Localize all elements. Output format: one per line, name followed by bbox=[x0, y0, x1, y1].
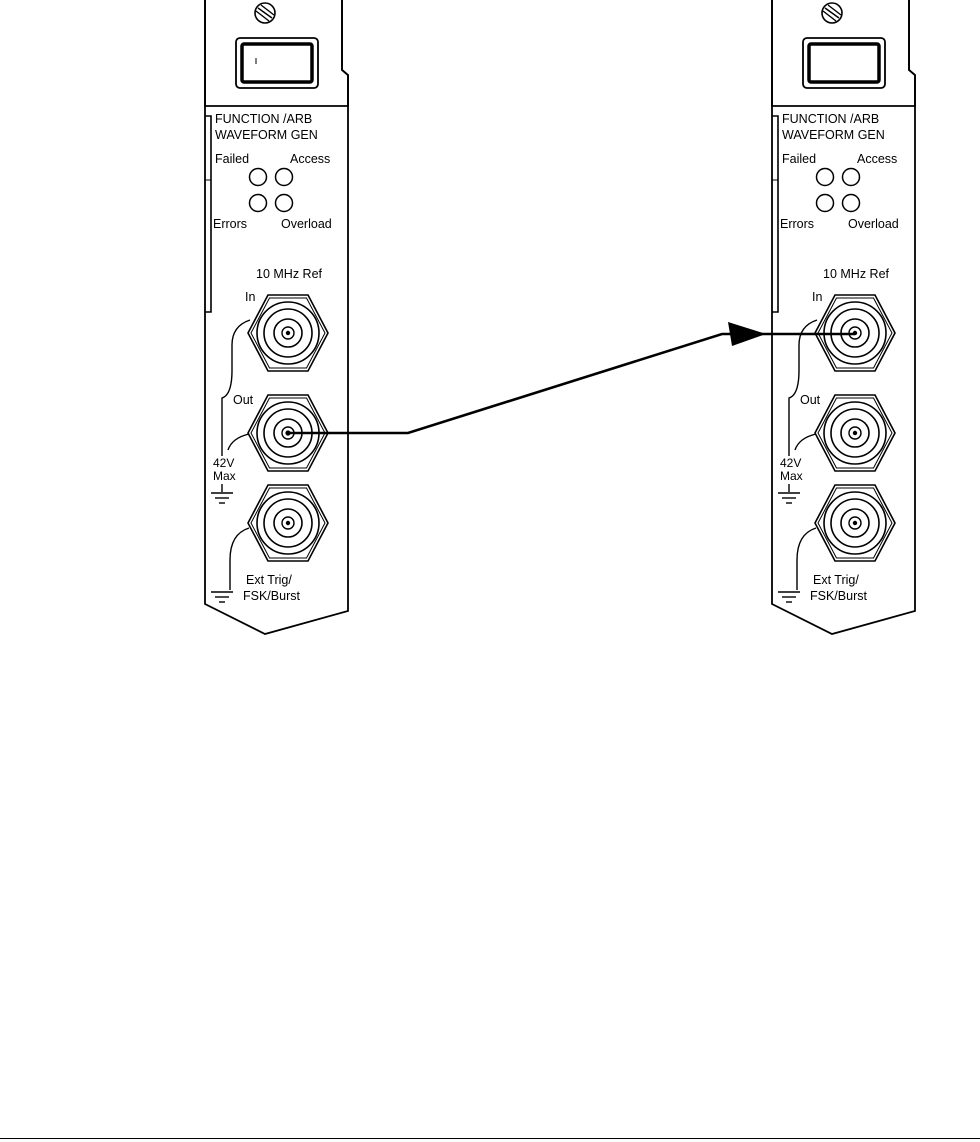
module-title-line2: WAVEFORM GEN bbox=[215, 128, 318, 142]
shield-bracket-top bbox=[221, 319, 251, 456]
trig-label-line1: Ext Trig/ bbox=[246, 573, 292, 587]
bnc-out-connector[interactable] bbox=[814, 394, 896, 472]
module-title-line2: WAVEFORM GEN bbox=[782, 128, 885, 142]
failed-label: Failed bbox=[782, 152, 816, 166]
errors-label: Errors bbox=[780, 217, 814, 231]
ground-icon bbox=[777, 492, 801, 504]
ground-icon bbox=[210, 492, 234, 504]
max-label-line2: Max bbox=[780, 469, 803, 483]
access-label: Access bbox=[290, 152, 330, 166]
errors-led bbox=[248, 193, 268, 213]
failed-led bbox=[248, 167, 268, 187]
trig-label-line2: FSK/Burst bbox=[810, 589, 867, 603]
page-footer-rule bbox=[0, 1138, 980, 1139]
handle-block bbox=[204, 0, 349, 107]
overload-led bbox=[841, 193, 861, 213]
overload-label: Overload bbox=[281, 217, 332, 231]
cable-connection bbox=[285, 322, 855, 436]
module-title-line1: FUNCTION /ARB bbox=[215, 112, 312, 126]
access-led bbox=[274, 167, 294, 187]
access-label: Access bbox=[857, 152, 897, 166]
bnc-trig-connector[interactable] bbox=[247, 484, 329, 562]
max-label-line2: Max bbox=[213, 469, 236, 483]
side-rail bbox=[205, 115, 212, 313]
max-label-line1: 42V bbox=[213, 456, 234, 470]
ejector-window bbox=[802, 37, 886, 89]
ref-title: 10 MHz Ref bbox=[823, 267, 890, 281]
trig-label-line2: FSK/Burst bbox=[243, 589, 300, 603]
shield-bracket-top bbox=[788, 319, 818, 456]
errors-label: Errors bbox=[213, 217, 247, 231]
access-led bbox=[841, 167, 861, 187]
failed-led bbox=[815, 167, 835, 187]
module-left: FUNCTION /ARB WAVEFORM GEN Failed Access… bbox=[204, 0, 349, 635]
side-rail bbox=[772, 115, 779, 313]
bnc-trig-connector[interactable] bbox=[814, 484, 896, 562]
overload-label: Overload bbox=[848, 217, 899, 231]
ground-icon bbox=[777, 591, 801, 603]
max-label-line1: 42V bbox=[780, 456, 801, 470]
out-label: Out bbox=[233, 393, 254, 407]
out-label: Out bbox=[800, 393, 821, 407]
shield-bracket-bottom bbox=[229, 527, 250, 590]
handle-block bbox=[771, 0, 916, 107]
in-label: In bbox=[812, 290, 822, 304]
errors-led bbox=[815, 193, 835, 213]
module-right: FUNCTION /ARB WAVEFORM GEN Failed Access… bbox=[771, 0, 916, 635]
screw-icon bbox=[821, 2, 843, 24]
in-label: In bbox=[245, 290, 255, 304]
ground-icon bbox=[210, 591, 234, 603]
arrowhead-icon bbox=[728, 322, 766, 346]
ejector-window bbox=[235, 37, 319, 89]
module-title-line1: FUNCTION /ARB bbox=[782, 112, 879, 126]
screw-icon bbox=[254, 2, 276, 24]
overload-led bbox=[274, 193, 294, 213]
cable-line bbox=[288, 332, 855, 435]
trig-label-line1: Ext Trig/ bbox=[813, 573, 859, 587]
failed-label: Failed bbox=[215, 152, 249, 166]
ref-title: 10 MHz Ref bbox=[256, 267, 323, 281]
shield-bracket-bottom bbox=[796, 527, 817, 590]
bnc-in-connector[interactable] bbox=[247, 294, 329, 372]
